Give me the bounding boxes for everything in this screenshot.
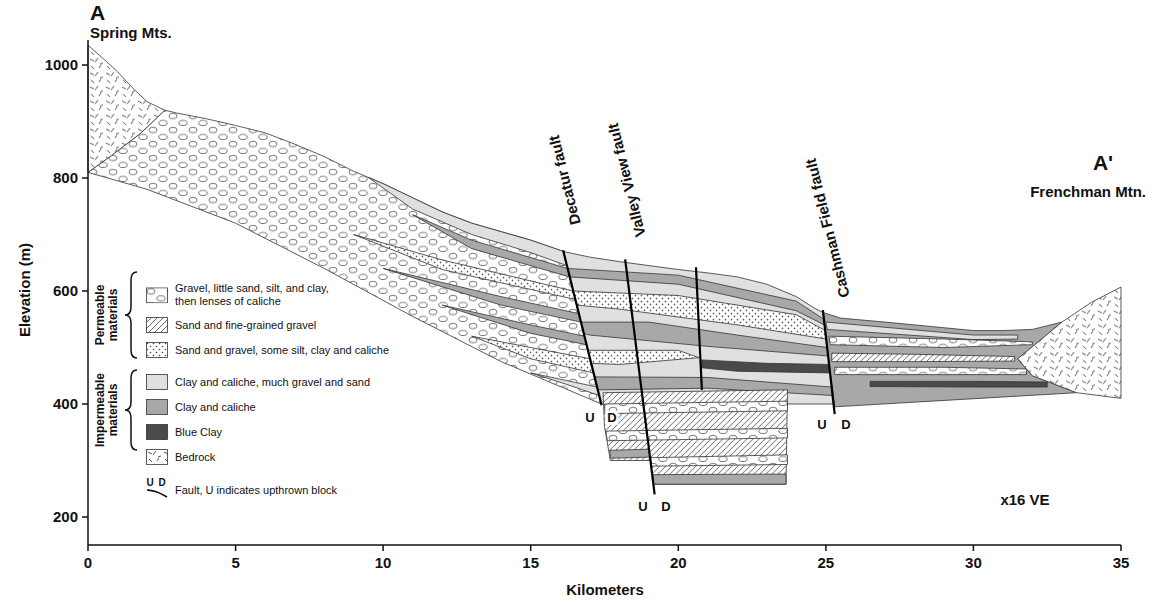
tick-label: 25 xyxy=(818,555,835,572)
fault-line xyxy=(696,267,702,390)
legend-fault-marker: U xyxy=(146,477,153,488)
tick-label: 600 xyxy=(53,283,78,300)
legend-text: Blue Clay xyxy=(173,426,224,439)
legend-entry: Blue Clay xyxy=(146,424,224,440)
fault-line xyxy=(563,250,601,405)
bedrock-west xyxy=(88,45,165,172)
axis-title: Elevation (m) xyxy=(17,243,34,337)
fault-symbol xyxy=(146,482,168,498)
swatch-fill xyxy=(147,425,168,440)
gravel-lens xyxy=(651,455,788,466)
bedrock-east xyxy=(1018,287,1121,398)
legend-brackets xyxy=(125,272,137,450)
axes xyxy=(82,40,1121,551)
legend-text: Sand and gravel, some silt, clay and cal… xyxy=(173,344,391,357)
bracket-label: Impermeable materials xyxy=(94,365,120,455)
x-ticks xyxy=(88,545,1121,551)
legend-entry: Fault, U indicates upthrown block xyxy=(146,482,339,498)
swatch-fill xyxy=(147,318,168,333)
fault-name: Cashman Field fault xyxy=(803,157,853,299)
fault-line xyxy=(823,310,835,414)
gravel-lens xyxy=(835,367,1027,374)
legend-swatch xyxy=(146,399,168,415)
deep-sand-block xyxy=(603,390,787,484)
gravel-lens xyxy=(606,428,788,440)
central-block xyxy=(563,251,835,404)
legend-swatch xyxy=(146,342,168,358)
clay-lens xyxy=(610,449,650,458)
legend-text: Clay and caliche, much gravel and sand xyxy=(173,376,372,389)
sand-gravel-lens xyxy=(588,350,699,364)
geologic-units xyxy=(88,45,1121,494)
blue-clay-lens xyxy=(870,381,1047,387)
clay-gravel-lens xyxy=(531,373,600,396)
legend-swatch xyxy=(146,449,168,465)
fault-block-marker: D xyxy=(839,418,852,432)
sand-gravel-lens xyxy=(472,336,594,373)
fault-name: Valley View fault xyxy=(605,122,649,239)
place-name: Frenchman Mtn. xyxy=(1030,184,1146,201)
sand-lens xyxy=(832,353,1015,361)
section-end-label: A' xyxy=(1093,151,1113,174)
fault-line xyxy=(625,259,655,494)
fault-block-marker: U xyxy=(636,500,649,514)
y-ticks xyxy=(82,65,88,517)
legend-entry: Clay and caliche, much gravel and sand xyxy=(146,374,372,390)
fault-block-marker: U xyxy=(815,418,828,432)
gravel-unit xyxy=(88,110,602,404)
blue-clay-lens xyxy=(702,360,831,373)
tick-label: 5 xyxy=(231,555,239,572)
legend-text: Fault, U indicates upthrown block xyxy=(173,484,339,497)
swatch-fill xyxy=(147,343,168,358)
legend-swatch xyxy=(146,424,168,440)
legend-swatch xyxy=(146,374,168,390)
tick-label: 30 xyxy=(965,555,982,572)
legend-entry: Clay and caliche xyxy=(146,399,258,415)
clay-lens xyxy=(653,474,786,484)
bracket-label: Permeable materials xyxy=(94,275,120,355)
tick-label: 400 xyxy=(53,396,78,413)
clay-lens xyxy=(442,305,586,345)
legend-text: Sand and fine-grained gravel xyxy=(173,319,318,332)
tick-label: 15 xyxy=(522,555,539,572)
legend-text: Clay and caliche xyxy=(173,401,258,414)
gravel-lens xyxy=(829,336,1033,347)
x-axis xyxy=(88,544,1121,546)
tick-label: 0 xyxy=(84,555,92,572)
legend-entry: Sand and gravel, some silt, clay and cal… xyxy=(146,342,391,358)
axis-title: Kilometers xyxy=(566,582,644,599)
swatch-fill xyxy=(147,400,168,415)
swatch-fill xyxy=(147,450,168,465)
legend-fault-marker: D xyxy=(158,477,165,488)
legend-swatch xyxy=(146,287,168,303)
swatch-fill xyxy=(147,288,168,303)
fault-name: Decatur fault xyxy=(546,134,584,227)
tick-label: 1000 xyxy=(45,57,78,74)
fault-block-marker: U xyxy=(583,411,596,425)
place-name: Spring Mts. xyxy=(90,25,172,42)
bracket xyxy=(125,272,137,358)
legend-entry: Gravel, little sand, silt, and clay, the… xyxy=(146,282,342,307)
tick-label: 20 xyxy=(670,555,687,572)
tick-label: 35 xyxy=(1113,555,1130,572)
legend-text: Gravel, little sand, silt, and clay, the… xyxy=(173,282,342,307)
legend-swatch xyxy=(146,317,168,333)
fault-block-marker: D xyxy=(659,500,672,514)
gravel-lens xyxy=(604,401,787,413)
section-end-label: A xyxy=(90,1,105,24)
fault-line-sample xyxy=(147,490,167,497)
y-axis xyxy=(87,40,89,545)
swatch-fill xyxy=(147,375,168,390)
tick-label: 10 xyxy=(375,555,392,572)
fault-block-marker: D xyxy=(605,411,618,425)
tick-label: 200 xyxy=(53,509,78,526)
tick-label: 800 xyxy=(53,170,78,187)
legend-entry: Bedrock xyxy=(146,449,217,465)
legend-entry: Sand and fine-grained gravel xyxy=(146,317,318,333)
exaggeration-note: x16 VE xyxy=(1000,492,1049,509)
bracket xyxy=(125,370,137,450)
legend-text: Bedrock xyxy=(173,451,217,464)
